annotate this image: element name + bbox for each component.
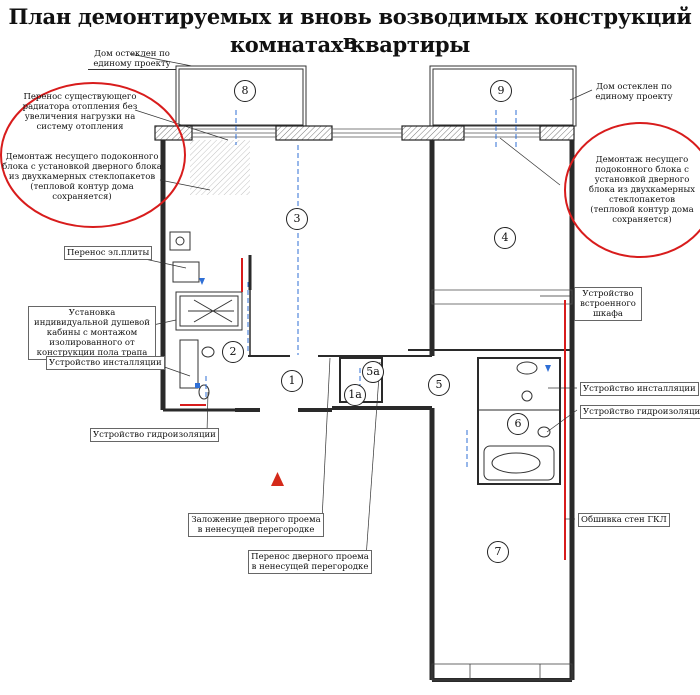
- balcony-left: [175, 65, 307, 127]
- callout-stove: Перенос эл.плиты: [64, 246, 153, 260]
- callout-glazed-left: Дом остеклен по единому проекту: [88, 49, 176, 70]
- callout-waterproof-left: Устройство гидроизоляции: [90, 428, 219, 442]
- room-number-6: 6: [507, 413, 529, 435]
- axis-lines: [205, 110, 517, 470]
- callout-waterproof-right: Устройство гидроизоляции: [580, 405, 700, 419]
- hatched-area: [190, 140, 250, 195]
- bathroom-6-fixtures: [483, 361, 555, 481]
- room-number-8: 8: [234, 80, 256, 102]
- highlight-circle-right: [564, 122, 700, 258]
- window-openings: [192, 128, 540, 138]
- callout-demolish-right: Демонтаж несущего подоконного блока с ус…: [588, 155, 696, 225]
- callout-shower: Установка индивидуальной душевой кабины …: [28, 306, 156, 360]
- room-number-7: 7: [487, 541, 509, 563]
- room-number-1: 1: [281, 370, 303, 392]
- page-title-line-1: План демонтируемых и вновь возводимых ко…: [8, 4, 692, 54]
- room-number-3: 3: [286, 208, 308, 230]
- callout-door-fill: Заложение дверного проема в ненесущей пе…: [188, 513, 324, 537]
- new-construction-marks: [180, 258, 566, 560]
- callout-door-move: Перенос дверного проема в ненесущей пере…: [248, 550, 372, 574]
- room-number-2: 2: [222, 341, 244, 363]
- bottom-window: [431, 663, 573, 681]
- shower-cabin: [175, 291, 243, 331]
- callout-demolish-left: Демонтаж несущего подоконного блока с ус…: [2, 152, 162, 202]
- room-number-5: 5: [428, 374, 450, 396]
- entrance-marker-icon: [271, 472, 284, 486]
- room-number-1a: 1а: [344, 384, 366, 406]
- room-number-4: 4: [494, 227, 516, 249]
- callout-radiator: Перенос существующего радиатора отоплени…: [22, 92, 138, 132]
- callout-closet: Устройство встроенного шкафа: [574, 287, 642, 321]
- kitchen-fixtures: [169, 231, 200, 283]
- page-title-line-2: комнатах квартиры: [229, 32, 471, 57]
- bathroom-2-fixtures: [179, 339, 215, 400]
- callout-gkl: Обшивка стен ГКЛ: [578, 513, 670, 527]
- built-in-closet: [431, 289, 573, 305]
- blue-markers: [195, 278, 551, 388]
- highlight-circle-left: [0, 82, 186, 228]
- callout-glazed-right: Дом остеклен по единому проекту: [595, 82, 673, 102]
- walls: [160, 140, 575, 682]
- leader-lines: [121, 53, 593, 559]
- room-number-9: 9: [490, 80, 512, 102]
- balcony-right: [429, 65, 577, 127]
- callout-install-right: Устройство инсталляции: [580, 382, 699, 396]
- room-number-5a: 5а: [362, 361, 384, 383]
- callout-install-left: Устройство инсталляции: [46, 356, 165, 370]
